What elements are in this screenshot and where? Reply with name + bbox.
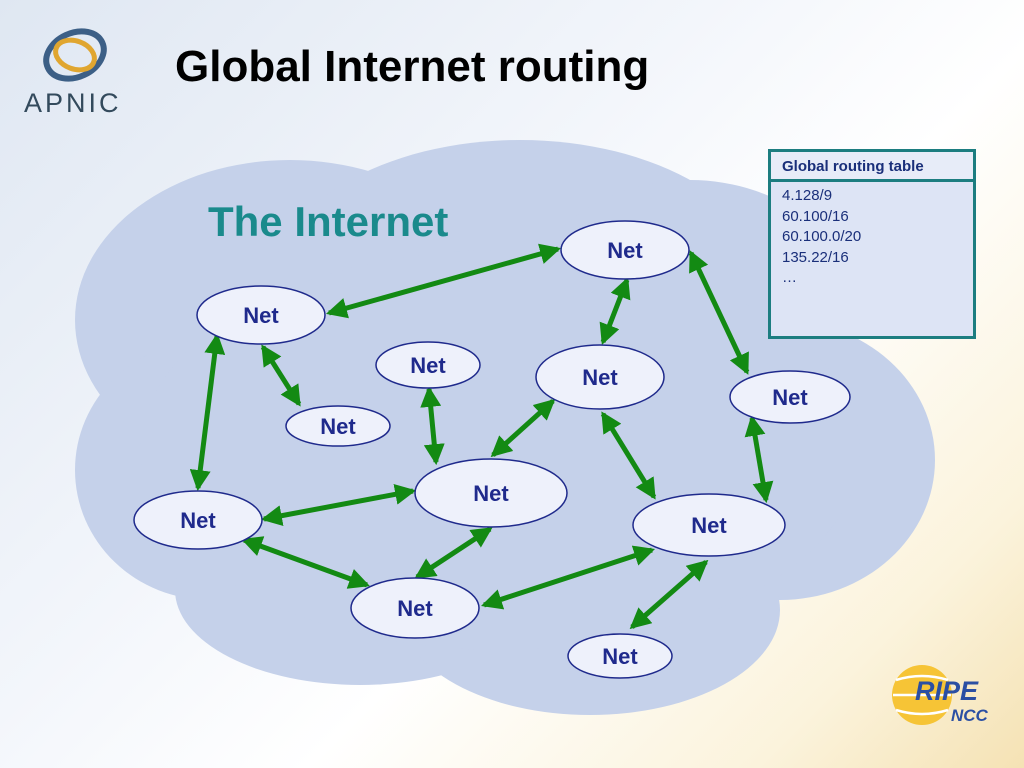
link-arrow-n9-n10: [481, 545, 655, 610]
link-arrow-n7-n10: [414, 526, 493, 580]
link-arrow-n2-n5: [599, 277, 631, 345]
routing-table-entry: 4.128/9: [782, 187, 833, 204]
net-node-11: Net: [567, 633, 673, 679]
slide-title: Global Internet routing: [175, 42, 650, 91]
net-node-label: Net: [397, 596, 433, 621]
net-node-5: Net: [535, 344, 665, 410]
net-node-label: Net: [772, 385, 808, 410]
link-arrow-n1-n2: [325, 243, 562, 319]
net-node-label: Net: [602, 644, 638, 669]
routing-table-entry: 60.100.0/20: [782, 228, 862, 245]
net-node-label: Net: [243, 303, 279, 328]
net-node-label: Net: [691, 513, 727, 538]
link-arrow-n2-n6: [688, 250, 750, 375]
net-node-7: Net: [414, 458, 568, 528]
net-node-label: Net: [180, 508, 216, 533]
link-arrow-n9-n11: [629, 559, 709, 630]
net-node-shape: [285, 405, 391, 447]
link-arrow-n3-n7: [420, 385, 445, 466]
net-node-shape: [133, 490, 263, 550]
routing-table-entry: 135.22/16: [782, 248, 849, 266]
net-node-2: Net: [560, 220, 690, 280]
link-arrow-n8-n10: [241, 536, 370, 589]
net-node-6: Net: [729, 370, 851, 424]
routing-table-entry: 60.100/16: [782, 207, 849, 225]
ncc-wordmark: NCC: [951, 706, 988, 725]
net-node-label: Net: [473, 481, 509, 506]
net-node-shape: [414, 458, 568, 528]
net-node-label: Net: [410, 353, 446, 378]
net-node-10: Net: [350, 577, 480, 639]
link-arrow-n5-n7: [490, 398, 556, 458]
link-arrow-n7-n8: [260, 483, 417, 527]
link-arrow-n6-n9: [744, 414, 774, 504]
routing-table-entries: 4.128/9 60.100/16 60.100.0/20 135.22/16 …: [771, 186, 973, 289]
net-node-1: Net: [196, 285, 326, 345]
net-node-8: Net: [133, 490, 263, 550]
link-arrow-n1-n4: [260, 344, 302, 407]
net-node-shape: [350, 577, 480, 639]
net-node-label: Net: [582, 365, 618, 390]
ripe-globe-icon: [892, 665, 952, 725]
apnic-logo-icon: [43, 28, 107, 82]
net-node-label: Net: [320, 414, 356, 439]
net-node-shape: [375, 341, 481, 389]
apnic-wordmark: APNIC: [24, 88, 122, 118]
net-node-shape: [632, 493, 786, 557]
net-node-shape: [729, 370, 851, 424]
net-node-shape: [560, 220, 690, 280]
link-arrow-n5-n9: [600, 411, 657, 500]
link-arrow-n1-n8: [189, 332, 226, 492]
routing-table-header: Global routing table: [771, 152, 973, 182]
net-node-3: Net: [375, 341, 481, 389]
net-node-shape: [196, 285, 326, 345]
routing-table-box: Global routing table 4.128/9 60.100/16 6…: [768, 149, 976, 339]
ripe-wordmark: RIPE: [915, 676, 979, 706]
cloud-label: The Internet: [208, 198, 449, 245]
net-node-4: Net: [285, 405, 391, 447]
routing-table-entry: …: [782, 269, 797, 286]
net-node-9: Net: [632, 493, 786, 557]
edges-layer: [189, 243, 774, 630]
net-node-shape: [567, 633, 673, 679]
net-node-label: Net: [607, 238, 643, 263]
net-node-shape: [535, 344, 665, 410]
